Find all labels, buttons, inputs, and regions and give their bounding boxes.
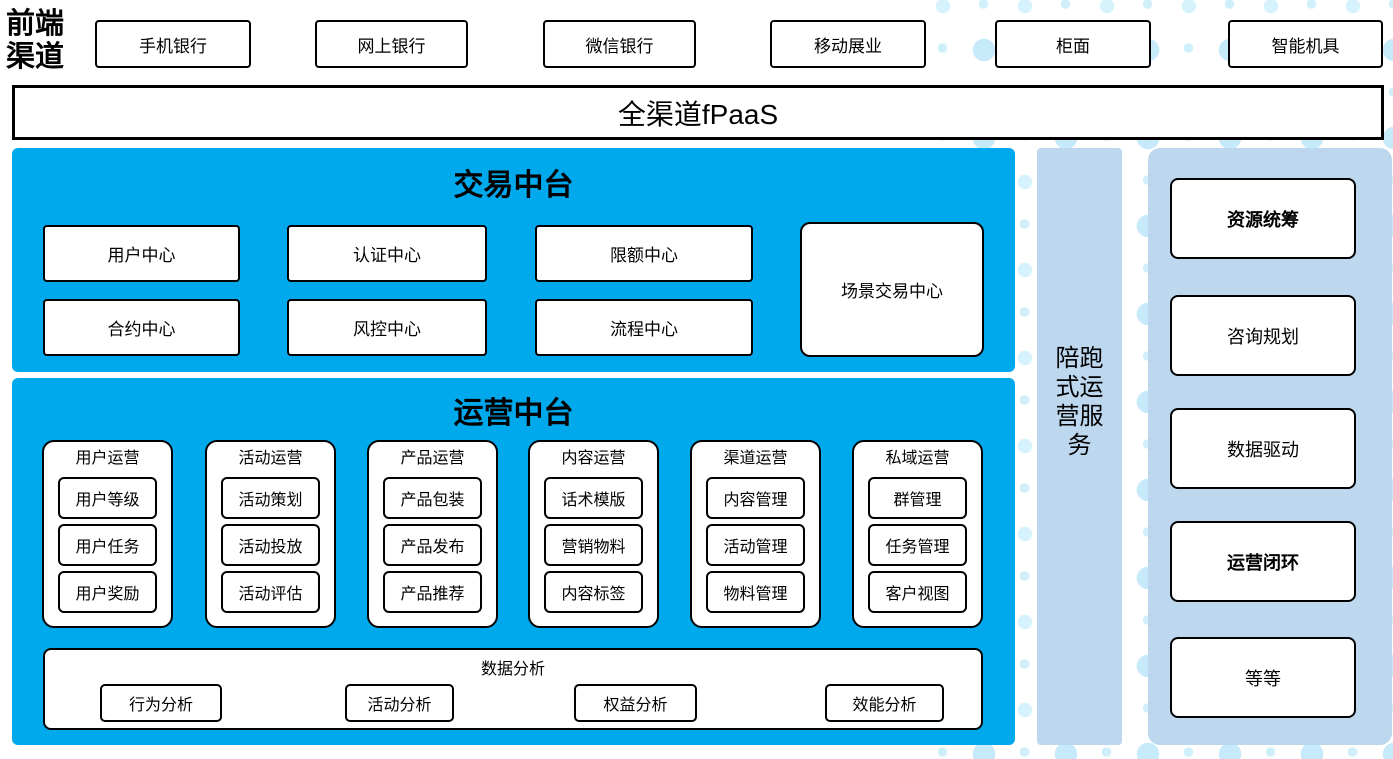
operation-column-product: 产品运营 产品包装 产品发布 产品推荐 <box>367 440 498 628</box>
operations-platform-title: 运营中台 <box>453 397 574 430</box>
column-item: 活动策划 <box>221 477 320 519</box>
advisory-box-etc: 等等 <box>1170 637 1356 718</box>
column-item: 活动管理 <box>706 524 805 566</box>
channel-box-mobile-sales: 移动展业 <box>770 20 926 68</box>
center-box-risk: 风控中心 <box>287 299 487 356</box>
companion-operation-service-label: 陪跑 式运 营服 务 <box>1055 345 1104 459</box>
trading-platform-section: 交易中台 用户中心 认证中心 限额中心 合约中心 风控中心 流程中心 场景交易中… <box>12 148 1015 372</box>
operation-column-activity: 活动运营 活动策划 活动投放 活动评估 <box>205 440 336 628</box>
advisory-box-consulting: 咨询规划 <box>1170 295 1356 376</box>
center-box-user: 用户中心 <box>43 225 240 282</box>
front-channel-label-line1: 前端 <box>6 8 65 40</box>
front-channel-label: 前端 渠道 <box>6 8 94 74</box>
analysis-item-rights: 权益分析 <box>574 684 697 722</box>
column-header: 私域运营 <box>885 450 950 467</box>
trading-platform-title: 交易中台 <box>453 169 574 202</box>
column-item: 用户任务 <box>58 524 157 566</box>
column-item: 任务管理 <box>868 524 967 566</box>
column-item: 客户视图 <box>868 571 967 613</box>
column-item: 用户奖励 <box>58 571 157 613</box>
analysis-item-activity: 活动分析 <box>345 684 454 722</box>
data-analysis-header: 数据分析 <box>480 661 545 678</box>
column-item: 内容标签 <box>544 571 643 613</box>
column-item: 用户等级 <box>58 477 157 519</box>
advisory-panel: 资源统筹 咨询规划 数据驱动 运营闭环 等等 <box>1148 148 1392 745</box>
column-item: 内容管理 <box>706 477 805 519</box>
analysis-item-behavior: 行为分析 <box>100 684 222 722</box>
center-box-contract: 合约中心 <box>43 299 240 356</box>
channel-box-online-banking: 网上银行 <box>315 20 468 68</box>
column-item: 物料管理 <box>706 571 805 613</box>
channel-box-wechat-banking: 微信银行 <box>543 20 696 68</box>
operation-column-private-domain: 私域运营 群管理 任务管理 客户视图 <box>852 440 983 628</box>
center-box-limit: 限额中心 <box>535 225 753 282</box>
channel-box-smart-devices: 智能机具 <box>1228 20 1383 68</box>
operation-column-content: 内容运营 话术模版 营销物料 内容标签 <box>528 440 659 628</box>
column-item: 活动评估 <box>221 571 320 613</box>
advisory-box-operation-loop: 运营闭环 <box>1170 521 1356 602</box>
channel-box-mobile-banking: 手机银行 <box>95 20 251 68</box>
advisory-box-resource-planning: 资源统筹 <box>1170 178 1356 259</box>
column-header: 用户运营 <box>75 450 140 467</box>
center-box-auth: 认证中心 <box>287 225 487 282</box>
analysis-item-efficiency: 效能分析 <box>825 684 944 722</box>
column-item: 群管理 <box>868 477 967 519</box>
data-analysis-panel: 数据分析 行为分析 活动分析 权益分析 效能分析 <box>43 648 983 730</box>
center-box-process: 流程中心 <box>535 299 753 356</box>
front-channel-label-line2: 渠道 <box>6 41 65 73</box>
column-header: 内容运营 <box>561 450 626 467</box>
column-item: 营销物料 <box>544 524 643 566</box>
column-item: 产品发布 <box>383 524 482 566</box>
column-item: 产品推荐 <box>383 571 482 613</box>
column-header: 活动运营 <box>238 450 303 467</box>
scene-trading-center-box: 场景交易中心 <box>800 222 984 357</box>
fpaas-bar: 全渠道fPaaS <box>12 85 1384 140</box>
companion-operation-service-bar: 陪跑 式运 营服 务 <box>1037 148 1122 745</box>
operations-platform-section: 运营中台 用户运营 用户等级 用户任务 用户奖励 活动运营 活动策划 活动投放 … <box>12 378 1015 745</box>
operation-column-user: 用户运营 用户等级 用户任务 用户奖励 <box>42 440 173 628</box>
column-header: 产品运营 <box>400 450 465 467</box>
advisory-box-data-driven: 数据驱动 <box>1170 408 1356 489</box>
channel-box-counter: 柜面 <box>995 20 1151 68</box>
column-item: 活动投放 <box>221 524 320 566</box>
column-header: 渠道运营 <box>723 450 788 467</box>
operation-column-channel: 渠道运营 内容管理 活动管理 物料管理 <box>690 440 821 628</box>
column-item: 话术模版 <box>544 477 643 519</box>
column-item: 产品包装 <box>383 477 482 519</box>
